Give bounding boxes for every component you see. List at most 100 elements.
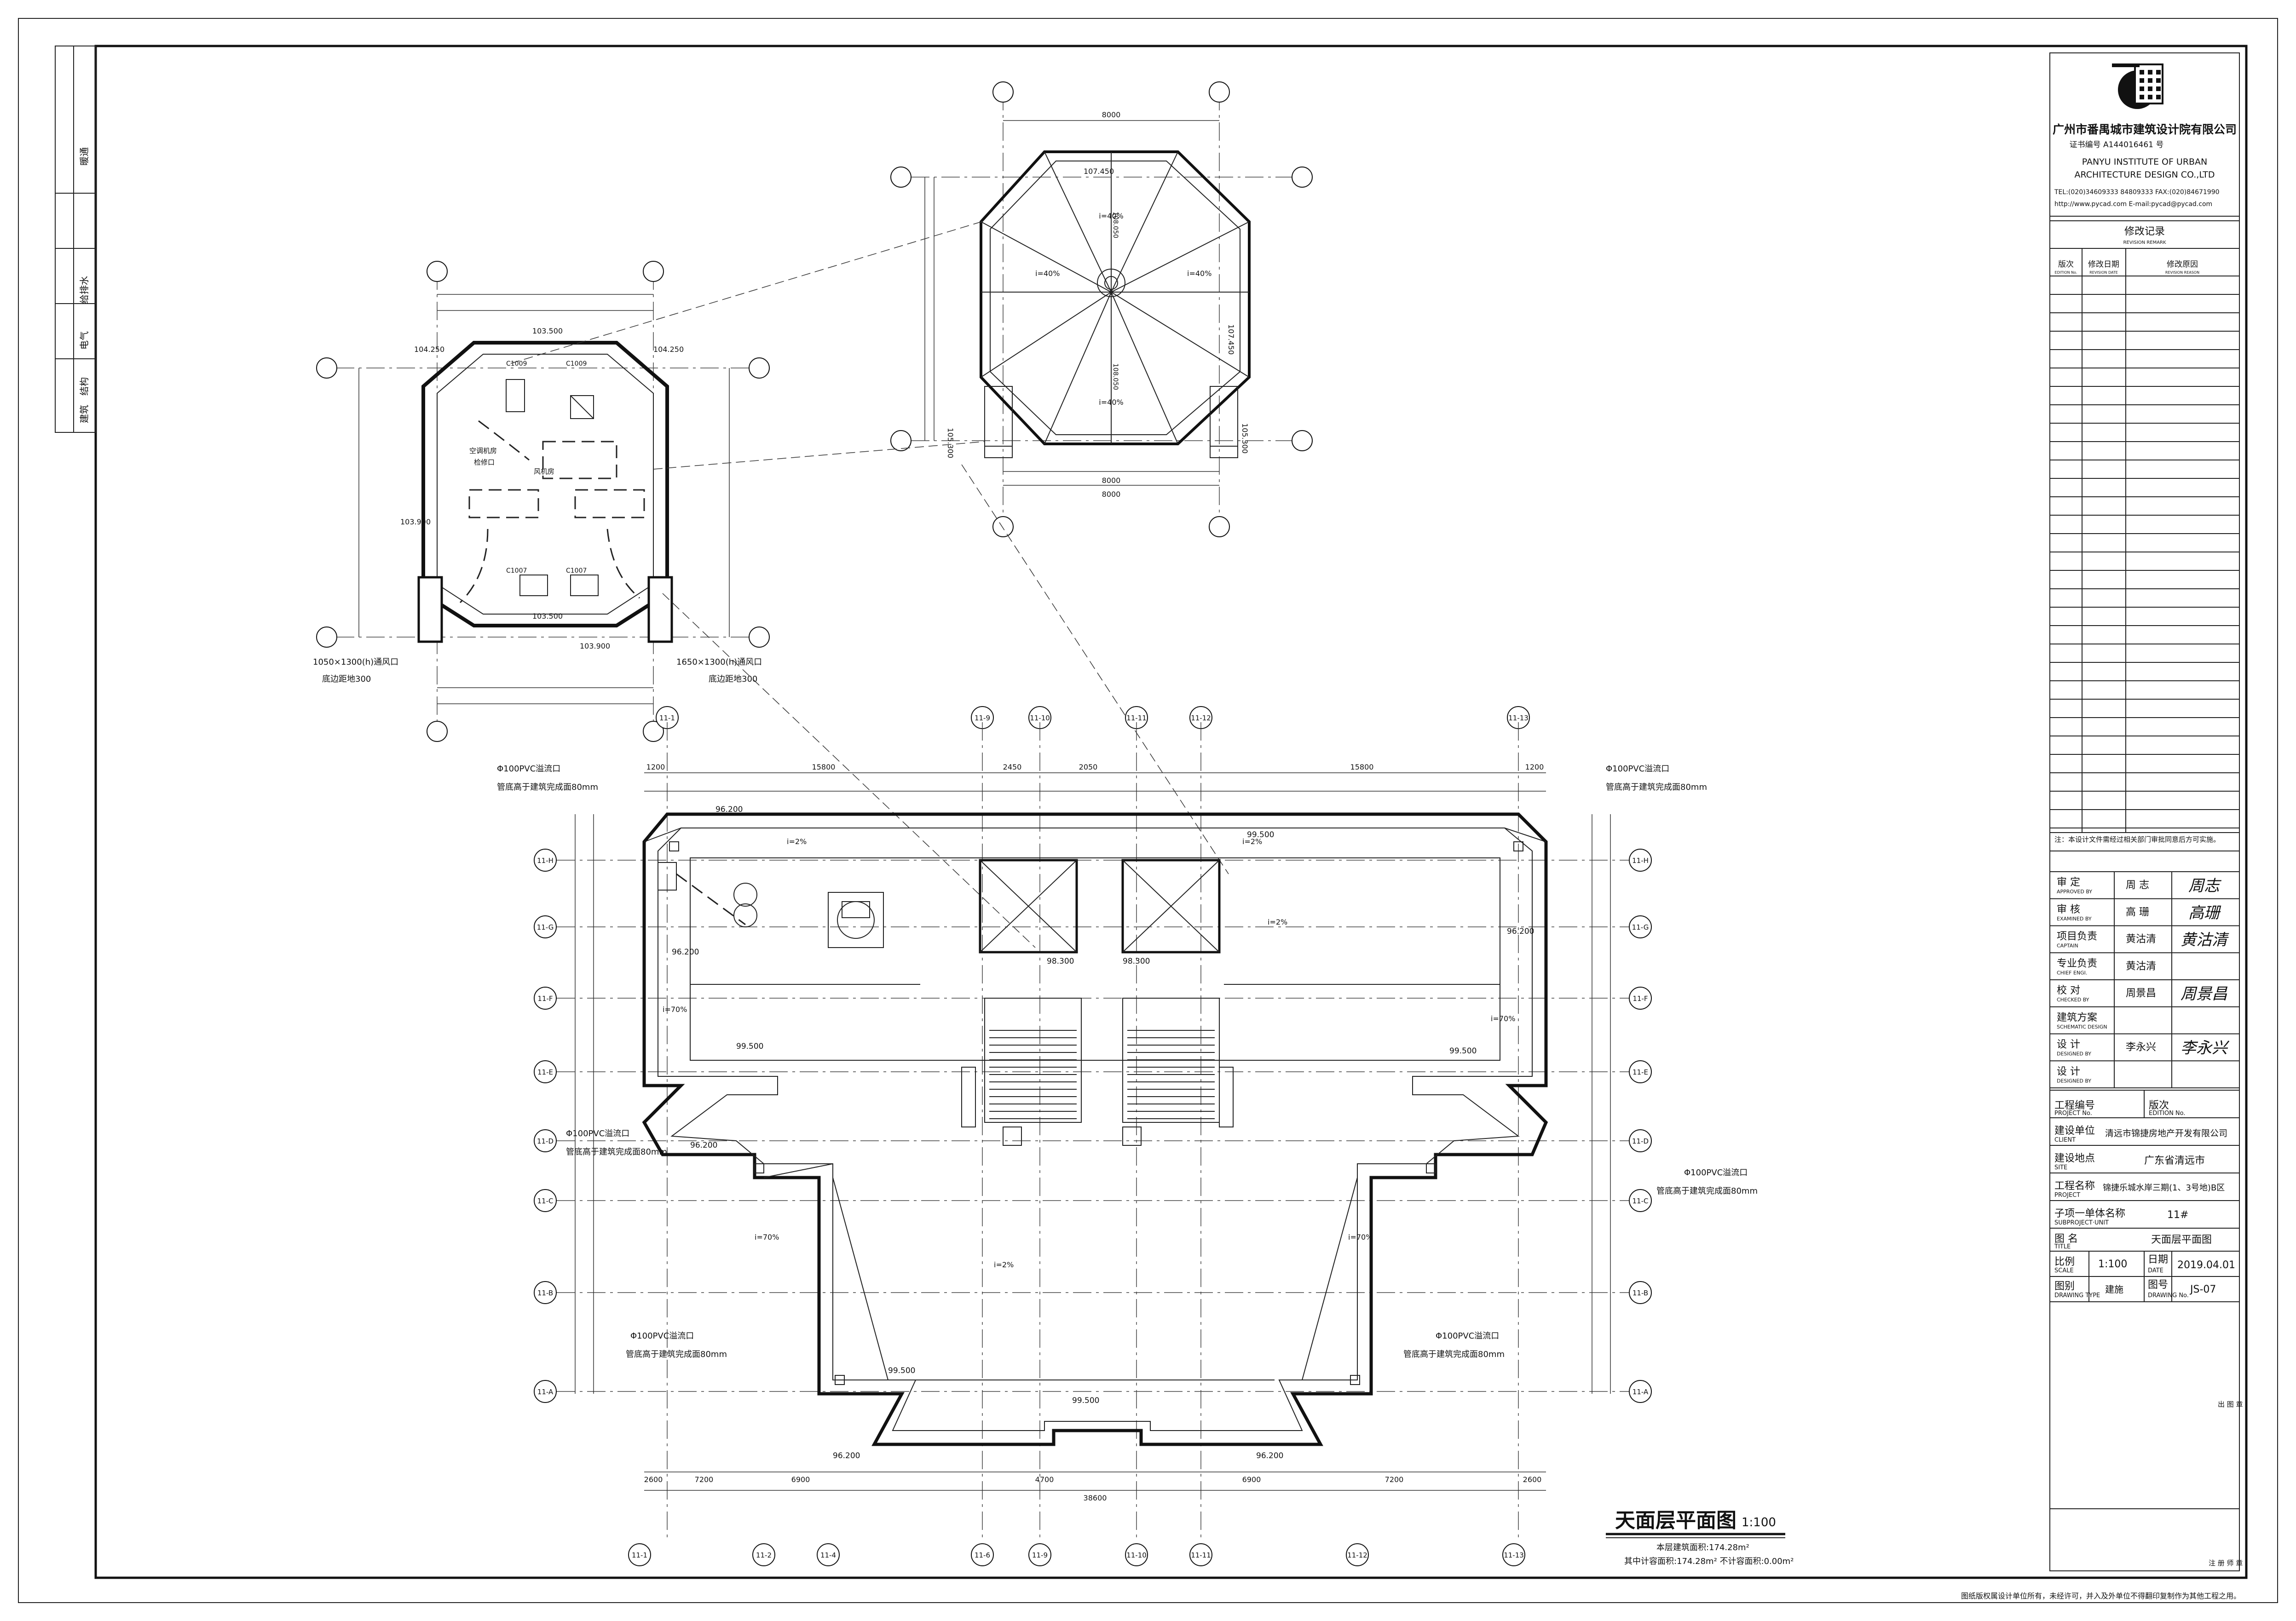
company-name-en-2: ARCHITECTURE DESIGN CO.,LTD: [2074, 170, 2215, 180]
axis-label-top: 11-9: [975, 714, 990, 722]
client-label: 建设单位: [2054, 1125, 2095, 1137]
project-no-label-en: PROJECT No.: [2054, 1110, 2092, 1117]
tower-floor-plan: 104.250 104.250 103.500 103.500 103.900 …: [313, 261, 770, 742]
axis-bubble-right: [1629, 1380, 1652, 1403]
axis-bubble-left: [534, 1380, 557, 1403]
elevation-label: 96.200: [1256, 1451, 1283, 1460]
stamp-label-1: 出 图 章: [2218, 1400, 2243, 1408]
tower-vent-2-note: 底边距地300: [709, 674, 757, 684]
revision-rows: [2050, 294, 2239, 828]
axis-bubble-right: [1629, 1281, 1652, 1304]
elevation-label: 99.500: [888, 1366, 915, 1375]
stamp-label-2: 注 册 师 章: [2209, 1559, 2243, 1567]
elevation-label: 96.200: [833, 1451, 860, 1460]
drain-note-5a: Φ100PVC溢流口: [630, 1331, 694, 1341]
roof-dim-bottom-2: 8000: [1102, 490, 1121, 499]
drawing-no-label-en: DRAWING No.: [2148, 1292, 2189, 1299]
tower-window-3: C1007: [506, 567, 527, 575]
approval-name: 周景昌: [2126, 988, 2156, 999]
approval-signature: 高珊: [2188, 904, 2221, 922]
left-discipline-strip: 暖通 给排水 电气 结构 建筑: [55, 46, 96, 433]
axis-label-top: 11-12: [1191, 714, 1211, 722]
approval-label: 专业负责: [2057, 958, 2097, 969]
elevation-label: 96.200: [690, 1141, 717, 1150]
tower-window-1: C1009: [506, 360, 527, 368]
axis-label-right: 11-F: [1633, 994, 1648, 1003]
revision-col-date-en: REVISION DATE: [2089, 270, 2118, 275]
tower-elev-3: 103.500: [532, 327, 563, 335]
roof-drain: [754, 1163, 764, 1173]
drain-note-2a: Φ100PVC溢流口: [1606, 764, 1669, 774]
axis-label-bottom: 11-13: [1504, 1551, 1524, 1559]
tower-elev-1: 104.250: [414, 345, 444, 354]
axis-label-top: 11-1: [659, 714, 675, 722]
drain-note-4b: 管底高于建筑完成面80mm: [1656, 1186, 1758, 1196]
dim-bottom: 6900: [1242, 1475, 1261, 1484]
subproject-label: 子项一单体名称: [2054, 1208, 2125, 1219]
approval-label-en: APPROVED BY: [2057, 889, 2092, 895]
axis-label-bottom: 11-12: [1347, 1551, 1367, 1559]
tower-window-2: C1009: [566, 360, 587, 368]
axis-bubble-right: [1629, 987, 1652, 1010]
tower-elev-6: 103.900: [580, 642, 610, 650]
drain-note-6b: 管底高于建筑完成面80mm: [1403, 1350, 1505, 1359]
roof-drain: [835, 1375, 845, 1385]
revision-note: 注：本设计文件需经过相关部门审批同意后方可实施。: [2054, 835, 2220, 844]
tower-vent-2: 1650×1300(h)通风口: [676, 657, 762, 667]
approval-label: 项目负责: [2057, 931, 2097, 943]
area-note-2: 其中计容面积:174.28m² 不计容面积:0.00m²: [1624, 1557, 1794, 1566]
elevation-label: 96.200: [672, 948, 699, 957]
area-note-1: 本层建筑面积:174.28m²: [1656, 1543, 1749, 1552]
main-drawing-title: 天面层平面图: [1615, 1509, 1736, 1532]
slope-label: i=70%: [1491, 1014, 1515, 1023]
drain-note-3b: 管底高于建筑完成面80mm: [566, 1147, 667, 1157]
axis-bubble-bottom: [1125, 1543, 1148, 1566]
roof-slope-2: i=40%: [1099, 398, 1123, 407]
approval-label-en: DESIGNED BY: [2057, 1078, 2091, 1084]
slope-label: i=2%: [1268, 918, 1287, 926]
axis-bubble-bottom: [817, 1543, 840, 1566]
edition-label-en: EDITION No.: [2149, 1110, 2186, 1117]
site-label: 建设地点: [2054, 1153, 2095, 1164]
axis-label-left: 11-G: [537, 923, 554, 931]
axis-bubble-left: [534, 915, 557, 938]
slope-label: i=70%: [755, 1233, 779, 1242]
client-value: 清远市锦捷房地产开发有限公司: [2105, 1128, 2227, 1138]
approval-name: 黄沽清: [2126, 960, 2156, 972]
tower-vent-1-note: 底边距地300: [322, 674, 371, 684]
scale-value: 1:100: [2098, 1259, 2127, 1270]
dim-top: 1200: [1525, 763, 1544, 771]
tower-room-fan: 风机房: [534, 467, 554, 476]
drawing-type-label-en: DRAWING TYPE: [2054, 1292, 2100, 1299]
revision-title-en: REVISION REMARK: [2123, 240, 2166, 245]
approval-rows: 审 定APPROVED BY周 志周志审 核EXAMINED BY高 珊高珊项目…: [2050, 877, 2239, 1084]
drain-note-1a: Φ100PVC溢流口: [497, 764, 560, 774]
tower-window-4: C1007: [566, 567, 587, 575]
revision-col-reason: 修改原因: [2167, 260, 2198, 269]
approval-name: 高 珊: [2126, 907, 2149, 918]
roof-elev-4: 105.300: [946, 428, 955, 458]
roof-drain: [1513, 841, 1523, 851]
approval-label: 设 计: [2057, 1066, 2080, 1077]
roof-slope-4: i=40%: [1187, 269, 1211, 278]
company-web: http://www.pycad.com E-mail:pycad@pycad.…: [2054, 201, 2212, 208]
drawing-title-label: 图 名: [2054, 1233, 2078, 1245]
axis-label-bottom: 11-10: [1126, 1551, 1147, 1559]
axis-label-right: 11-A: [1633, 1388, 1649, 1396]
strip-label-3: 结构: [79, 377, 90, 396]
date-value: 2019.04.01: [2177, 1259, 2235, 1271]
elevation-label: 99.500: [1247, 830, 1274, 839]
main-drawing-scale: 1:100: [1742, 1516, 1776, 1529]
approval-signature: 周景昌: [2181, 985, 2228, 1003]
approval-label: 设 计: [2057, 1039, 2080, 1051]
axis-bubble-left: [534, 849, 557, 872]
scale-label: 比例: [2054, 1256, 2075, 1268]
elevation-label: 96.200: [715, 805, 743, 814]
approval-name: 黄沽清: [2126, 934, 2156, 945]
axis-label-bottom: 11-1: [632, 1551, 647, 1559]
roof-drain: [1426, 1163, 1436, 1173]
axis-label-left: 11-A: [537, 1388, 554, 1396]
dim-top: 15800: [812, 763, 836, 771]
project-name-label: 工程名称: [2054, 1180, 2095, 1192]
approval-signature: 李永兴: [2181, 1039, 2230, 1058]
